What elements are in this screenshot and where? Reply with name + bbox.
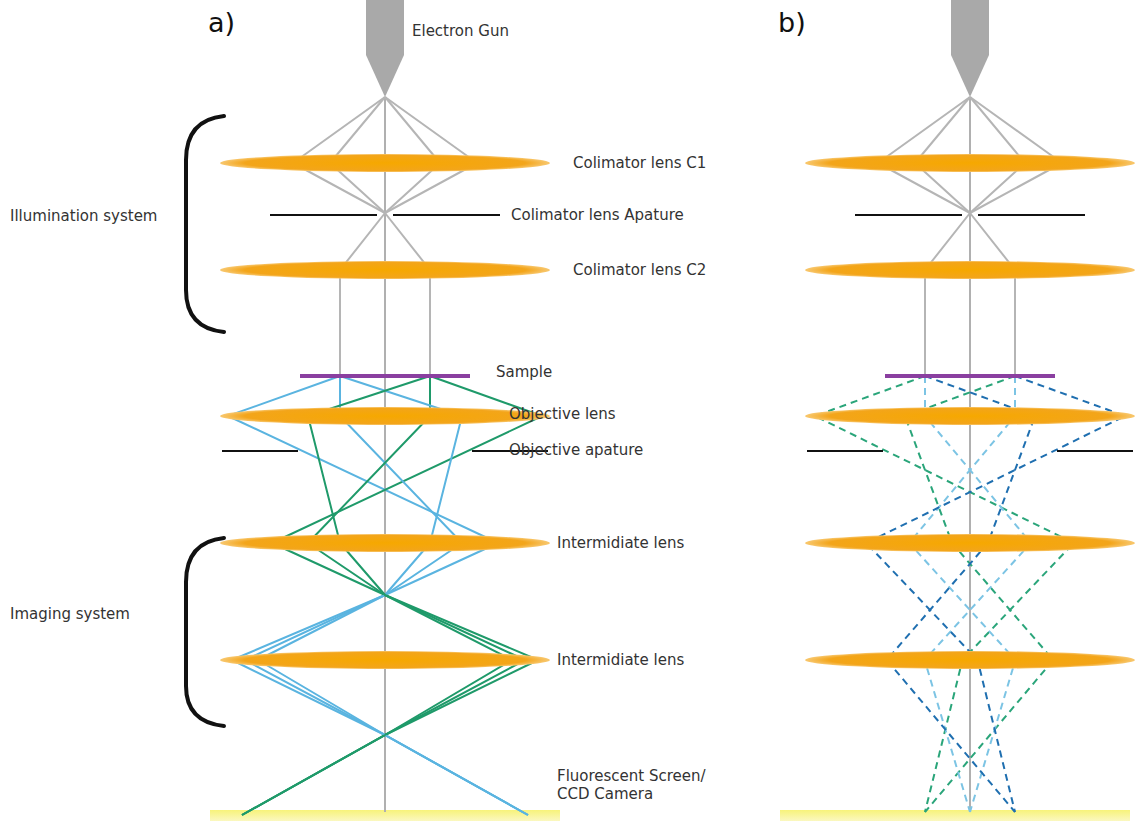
electron-gun — [366, 0, 404, 97]
ray — [969, 97, 971, 812]
group-label: Illumination system — [10, 207, 157, 225]
lens — [220, 154, 550, 172]
part-label: Electron Gun — [412, 22, 509, 40]
lens — [220, 261, 550, 279]
sample — [885, 374, 1055, 378]
lens — [220, 407, 550, 425]
ray — [384, 97, 386, 812]
panel-letter: a) — [208, 8, 235, 38]
ray — [970, 213, 1015, 376]
sample — [300, 374, 470, 378]
ray — [242, 376, 512, 815]
part-label: Objective lens — [509, 405, 616, 423]
aperture — [807, 450, 1133, 452]
bracket — [186, 116, 224, 726]
ray — [905, 376, 1053, 812]
lens — [220, 651, 550, 669]
part-label: Intermidiate lens — [557, 651, 684, 669]
screen — [210, 810, 1130, 821]
part-label: Colimator lens C2 — [573, 261, 706, 279]
ray — [925, 376, 1031, 812]
part-label: Intermidiate lens — [557, 534, 684, 552]
electron-gun — [951, 0, 989, 97]
part-label: Colimator lens Apature — [511, 206, 684, 224]
part-label: Sample — [496, 363, 552, 381]
part-label: Fluorescent Screen/ CCD Camera — [557, 767, 707, 803]
aperture — [222, 450, 548, 452]
lens — [220, 534, 550, 552]
lens — [805, 261, 1135, 279]
ray — [887, 376, 1035, 812]
ray — [385, 213, 430, 376]
lens — [805, 154, 1135, 172]
lens — [805, 651, 1135, 669]
ray — [242, 376, 542, 815]
ray — [925, 213, 970, 376]
ray — [909, 376, 1015, 812]
lens — [805, 534, 1135, 552]
part-label: Objective apature — [509, 441, 643, 459]
group-label: Imaging system — [10, 605, 130, 623]
aperture — [270, 214, 500, 216]
ray — [228, 376, 528, 815]
ray — [340, 213, 385, 376]
aperture — [855, 214, 1085, 216]
lens — [805, 407, 1135, 425]
part-label: Colimator lens C1 — [573, 154, 706, 172]
panel-letter: b) — [778, 8, 806, 38]
ray — [258, 376, 528, 815]
ray — [866, 376, 1125, 812]
ray — [815, 376, 1074, 812]
